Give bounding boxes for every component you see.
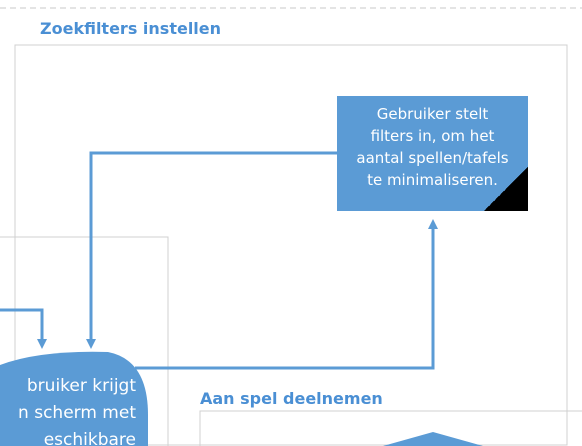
- start-shape-text: bruiker krijgt n scherm met eschikbare: [18, 376, 136, 446]
- start-shape: [0, 351, 148, 446]
- folded-corner-decoration: [484, 167, 528, 211]
- decision-shape: [383, 432, 483, 446]
- zoekfilters-frame: [14, 44, 568, 446]
- process-filters-box[interactable]: Gebruiker stelt filters in, om het aanta…: [337, 96, 528, 211]
- connector-to-filters: [135, 219, 438, 370]
- swimlane-title-zoekfilters: Zoekfilters instellen: [40, 19, 222, 38]
- connector-from-left: [0, 308, 47, 349]
- left-frame: [0, 236, 169, 446]
- process-filters-text: Gebruiker stelt filters in, om het aanta…: [356, 105, 509, 189]
- swimlane-title-aan-spel: Aan spel deelnemen: [200, 389, 383, 408]
- aan-spel-frame: [199, 410, 582, 446]
- connector-filters-back: [86, 151, 337, 349]
